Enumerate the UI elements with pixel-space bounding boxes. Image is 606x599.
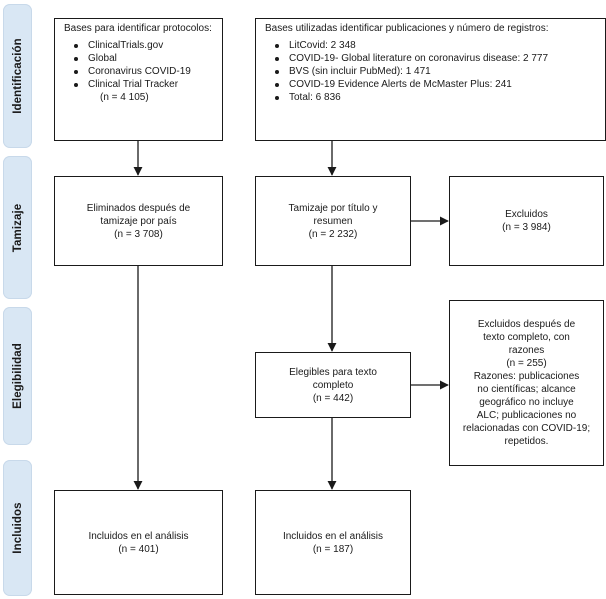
box-count: (n = 3 984) [502, 222, 551, 233]
protocols-item: Clinical Trial Tracker [74, 78, 214, 91]
box-line: Razones: publicaciones [473, 371, 580, 382]
protocols-item: Global [74, 52, 214, 65]
box-line: geográfico no incluye [479, 397, 574, 408]
box-count: (n = 187) [312, 543, 354, 555]
box-line: no científicas; alcance [477, 384, 576, 395]
box-line: repetidos. [504, 436, 549, 447]
excluded-box: Excluidos (n = 3 984) [449, 176, 604, 266]
removed-by-country-box: Eliminados después de tamizaje por país … [54, 176, 223, 266]
box-line: Tamizaje por título y [288, 202, 378, 214]
box-line: tamizaje por país [100, 215, 177, 227]
protocols-count: (n = 4 105) [100, 92, 149, 103]
included-protocols-box: Incluidos en el análisis (n = 401) [54, 490, 223, 595]
publications-heading: Bases utilizadas identificar publicacion… [265, 23, 549, 34]
publications-sources-box: Bases utilizadas identificar publicacion… [255, 18, 606, 141]
eligible-fulltext-box: Elegibles para texto completo (n = 442) [255, 352, 411, 418]
box-line: Incluidos en el análisis [282, 530, 384, 542]
publications-item: BVS (sin incluir PubMed): 1 471 [275, 65, 597, 78]
phase-screening: Tamizaje [3, 156, 32, 299]
box-line: Eliminados después de [86, 202, 191, 214]
box-line: relacionadas con COVID-19; [462, 423, 591, 434]
publications-item: LitCovid: 2 348 [275, 39, 597, 52]
box-line: Incluidos en el análisis [88, 530, 189, 542]
protocols-item: ClinicalTrials.gov [74, 39, 214, 52]
box-line: Elegibles para texto [289, 366, 377, 378]
box-line: Excluidos después de [477, 319, 576, 330]
box-count: (n = 401) [118, 543, 159, 555]
protocols-sources-box: Bases para identificar protocolos: Clini… [54, 18, 223, 141]
phase-eligibility: Elegibilidad [3, 307, 32, 445]
protocols-heading: Bases para identificar protocolos: [64, 23, 212, 34]
publications-item: COVID-19- Global literature on coronavir… [275, 52, 597, 65]
phase-identification: Identificación [3, 4, 32, 148]
box-line: resumen [313, 215, 353, 227]
box-count: (n = 442) [312, 392, 354, 404]
publications-item: COVID-19 Evidence Alerts de McMaster Plu… [275, 78, 597, 91]
title-abstract-screening-box: Tamizaje por título y resumen (n = 2 232… [255, 176, 411, 266]
protocols-item: Coronavirus COVID-19 [74, 65, 214, 78]
box-count: (n = 255) [506, 358, 547, 369]
box-line: ALC; publicaciones no [476, 410, 577, 421]
excluded-after-fulltext-box: Excluidos después de texto completo, con… [449, 300, 604, 466]
box-line: Excluidos [505, 209, 548, 220]
box-line: texto completo, con [483, 332, 570, 343]
phase-included: Incluidos [3, 460, 32, 596]
box-count: (n = 3 708) [114, 228, 163, 240]
box-line: razones [508, 345, 545, 356]
protocols-list: ClinicalTrials.gov Global Coronavirus CO… [64, 39, 214, 91]
box-line: completo [312, 379, 354, 391]
box-count: (n = 2 232) [308, 228, 358, 240]
included-publications-box: Incluidos en el análisis (n = 187) [255, 490, 411, 595]
publications-list: LitCovid: 2 348 COVID-19- Global literat… [265, 39, 597, 104]
publications-item: Total: 6 836 [275, 91, 597, 104]
